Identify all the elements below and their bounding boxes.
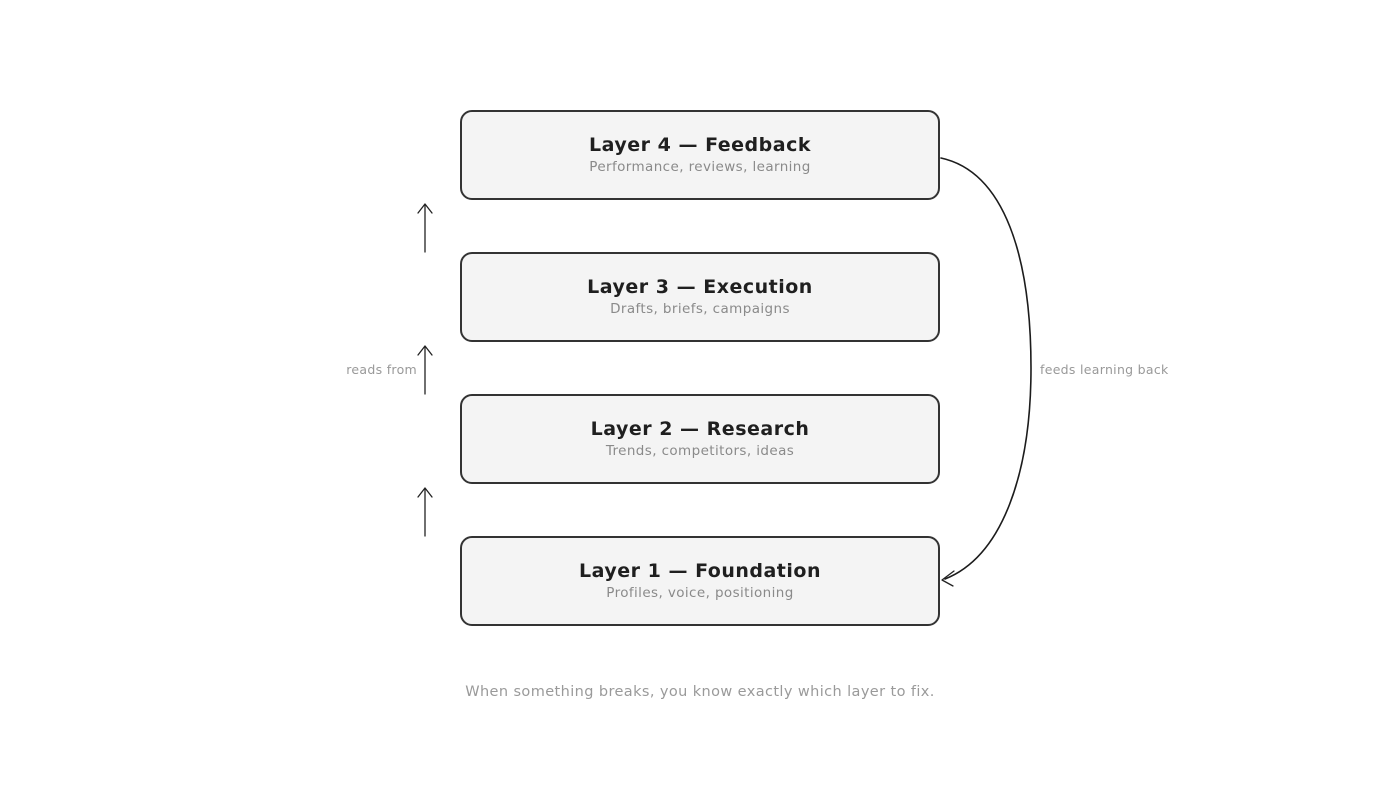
up-arrow-icon — [417, 487, 433, 537]
curved-feedback-arrow-icon — [940, 157, 1032, 587]
layer1-foundation-node: Layer 1 — Foundation Profiles, voice, po… — [460, 536, 940, 626]
layer2-research-node: Layer 2 — Research Trends, competitors, … — [460, 394, 940, 484]
layer2-title: Layer 2 — Research — [590, 418, 810, 441]
layer4-feedback-node: Layer 4 — Feedback Performance, reviews,… — [460, 110, 940, 200]
layer4-title: Layer 4 — Feedback — [589, 134, 811, 157]
layer1-title: Layer 1 — Foundation — [579, 560, 821, 583]
diagram-caption: When something breaks, you know exactly … — [465, 684, 935, 700]
layer4-subtitle: Performance, reviews, learning — [589, 159, 811, 176]
layer3-subtitle: Drafts, briefs, campaigns — [610, 301, 790, 318]
layer1-subtitle: Profiles, voice, positioning — [606, 585, 794, 602]
feeds-learning-back-label: feeds learning back — [1040, 362, 1169, 377]
reads-from-label: reads from — [346, 362, 417, 377]
up-arrow-icon — [417, 203, 433, 253]
up-arrow-icon — [417, 345, 433, 395]
layer2-subtitle: Trends, competitors, ideas — [605, 443, 795, 460]
layer3-title: Layer 3 — Execution — [587, 276, 813, 299]
layer3-execution-node: Layer 3 — Execution Drafts, briefs, camp… — [460, 252, 940, 342]
